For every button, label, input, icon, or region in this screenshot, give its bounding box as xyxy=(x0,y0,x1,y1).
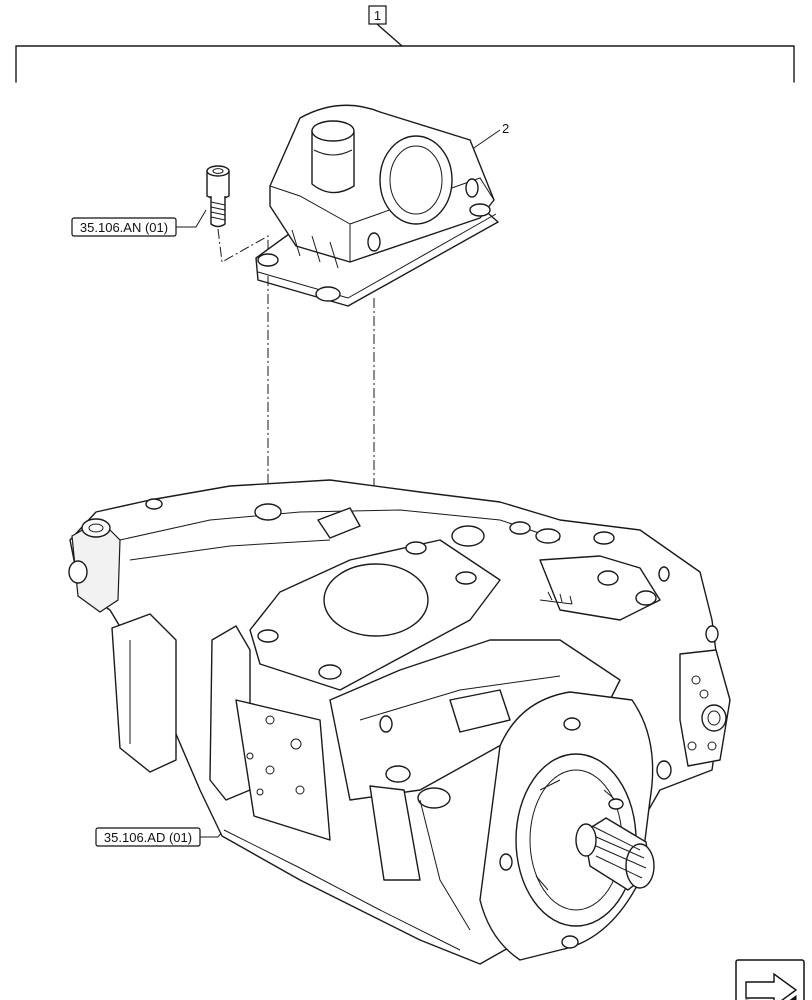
valve-block-callout-number: 2 xyxy=(502,121,509,136)
navigation-arrow-icon[interactable] xyxy=(735,959,805,1000)
screw-reference-label: 35.106.AN (01) xyxy=(80,220,168,235)
assembly-callout-number: 1 xyxy=(374,8,381,23)
screw-reference-callout[interactable]: 35.106.AN (01) xyxy=(71,209,207,237)
cap-screw xyxy=(206,165,230,228)
valve-block-callout[interactable]: 2 xyxy=(467,121,509,153)
assembly-bracket xyxy=(15,23,795,83)
hydraulic-pump xyxy=(68,479,731,965)
pump-reference-label: 35.106.AD (01) xyxy=(104,830,192,845)
assembly-callout[interactable]: 1 xyxy=(368,5,387,25)
valve-block xyxy=(255,104,499,307)
pump-reference-callout[interactable]: 35.106.AD (01) xyxy=(95,819,233,847)
